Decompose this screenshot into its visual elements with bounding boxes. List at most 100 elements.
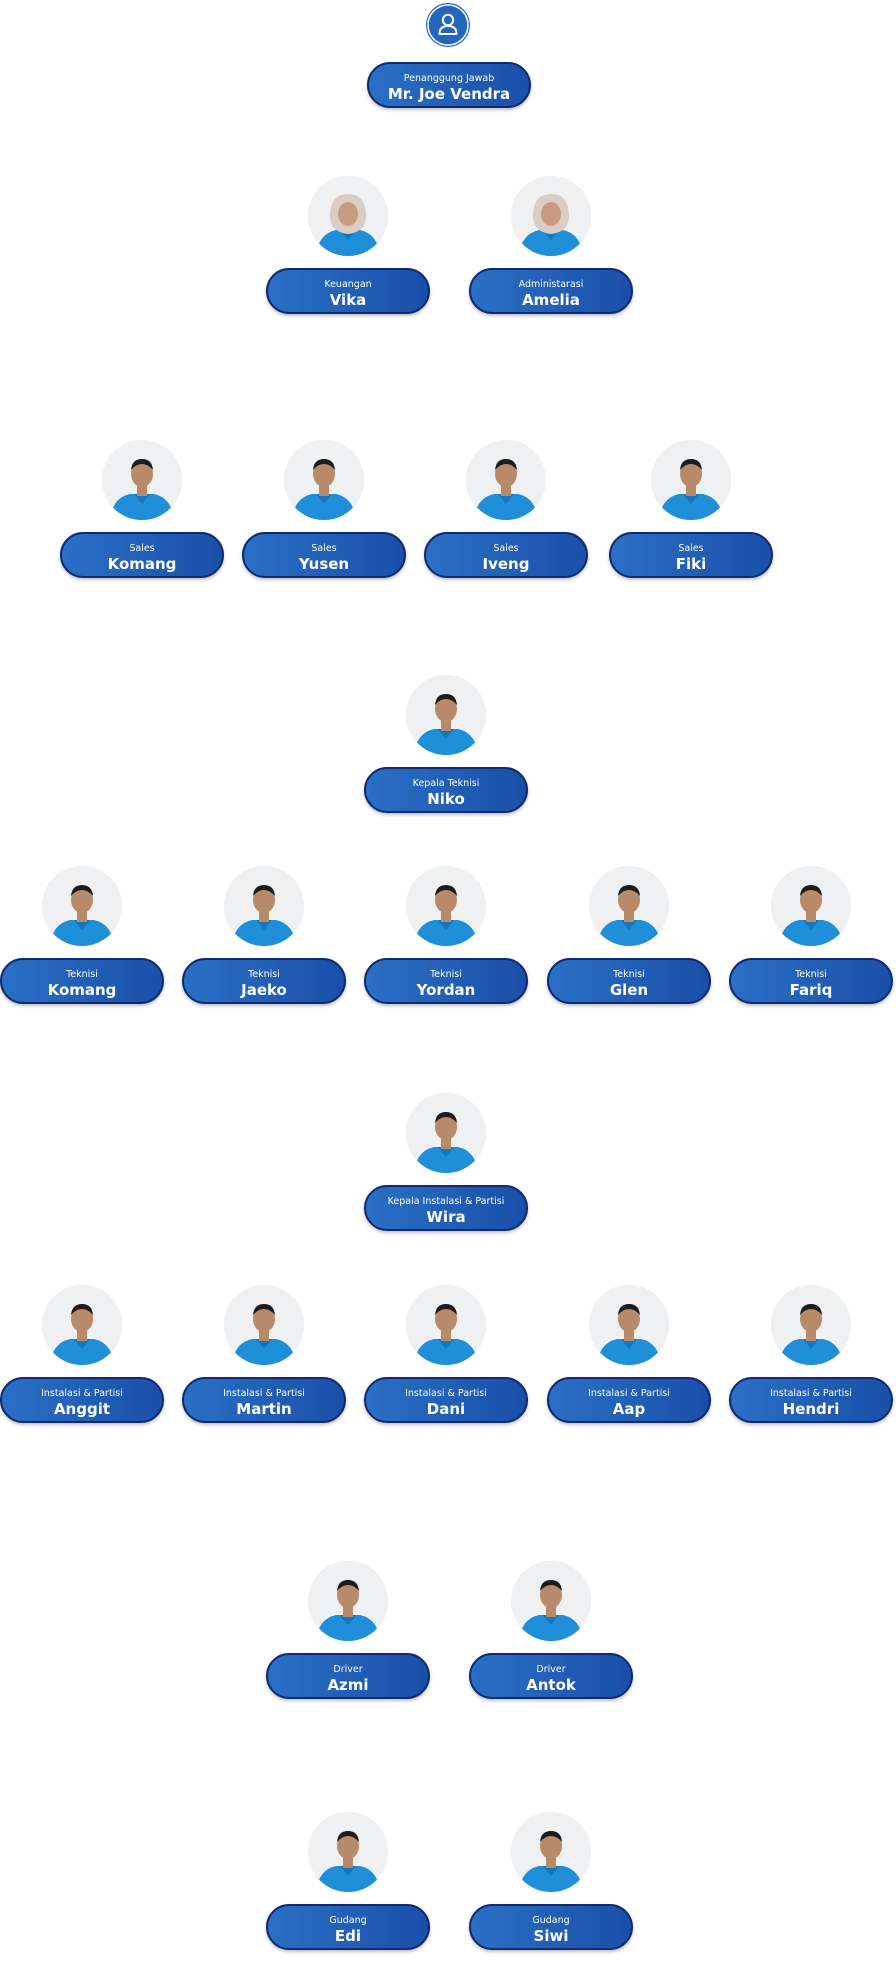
person-photo — [771, 866, 851, 946]
member-card: Sales Fiki — [609, 440, 773, 590]
person-photo — [651, 440, 731, 520]
person-photo — [308, 1561, 388, 1641]
member-role: Keuangan — [324, 279, 372, 290]
member-role: Instalasi & Partisi — [405, 1388, 487, 1399]
member-badge: Teknisi Jaeko — [182, 958, 346, 1004]
leader-role: Penanggung Jawab — [403, 73, 495, 84]
member-card: Teknisi Jaeko — [182, 866, 346, 1016]
member-role: Kepala Instalasi & Partisi — [387, 1196, 505, 1207]
member-card: Instalasi & Partisi Anggit — [0, 1285, 164, 1435]
member-role: Administarasi — [518, 279, 584, 290]
member-name: Komang — [107, 555, 177, 573]
member-badge: Teknisi Fariq — [729, 958, 893, 1004]
member-badge: Kepala Teknisi Niko — [364, 767, 528, 813]
member-badge: Driver Azmi — [266, 1653, 430, 1699]
member-badge: Sales Yusen — [242, 532, 406, 578]
person-photo — [224, 1285, 304, 1365]
member-card: Administarasi Amelia — [469, 176, 633, 326]
member-name: Azmi — [327, 1676, 369, 1694]
person-photo — [589, 866, 669, 946]
member-name: Yordan — [416, 981, 476, 999]
person-hijab-photo — [308, 176, 388, 256]
member-role: Teknisi — [613, 969, 645, 980]
member-card: Sales Yusen — [242, 440, 406, 590]
member-name: Yusen — [298, 555, 350, 573]
member-card: Kepala Instalasi & Partisi Wira — [364, 1093, 528, 1243]
member-name: Fariq — [789, 981, 833, 999]
person-photo — [406, 1093, 486, 1173]
member-role: Sales — [678, 543, 704, 554]
member-card: Instalasi & Partisi Martin — [182, 1285, 346, 1435]
member-role: Kepala Teknisi — [412, 778, 480, 789]
member-badge: Keuangan Vika — [266, 268, 430, 314]
member-role: Teknisi — [430, 969, 462, 980]
member-role: Gudang — [532, 1915, 570, 1926]
member-name: Dani — [426, 1400, 466, 1418]
member-role: Teknisi — [66, 969, 98, 980]
user-icon — [426, 3, 470, 47]
member-role: Sales — [311, 543, 337, 554]
person-photo — [406, 675, 486, 755]
member-name: Hendri — [782, 1400, 840, 1418]
member-card: Gudang Edi — [266, 1812, 430, 1962]
member-card: Teknisi Glen — [547, 866, 711, 1016]
person-photo — [589, 1285, 669, 1365]
person-photo — [42, 1285, 122, 1365]
member-badge: Instalasi & Partisi Aap — [547, 1377, 711, 1423]
member-badge: Teknisi Glen — [547, 958, 711, 1004]
member-card: Kepala Teknisi Niko — [364, 675, 528, 825]
member-name: Antok — [526, 1676, 576, 1694]
member-name: Niko — [427, 790, 465, 808]
member-badge: Sales Iveng — [424, 532, 588, 578]
member-name: Fiki — [675, 555, 707, 573]
member-role: Sales — [493, 543, 519, 554]
member-role: Instalasi & Partisi — [770, 1388, 852, 1399]
member-card: Driver Azmi — [266, 1561, 430, 1711]
member-badge: Administarasi Amelia — [469, 268, 633, 314]
member-name: Martin — [236, 1400, 292, 1418]
person-photo — [406, 866, 486, 946]
member-name: Komang — [47, 981, 117, 999]
member-role: Teknisi — [248, 969, 280, 980]
leader-badge: Penanggung Jawab Mr. Joe Vendra — [367, 62, 531, 108]
member-card: Teknisi Fariq — [729, 866, 893, 1016]
member-role: Gudang — [329, 1915, 367, 1926]
person-photo — [224, 866, 304, 946]
person-photo — [308, 1812, 388, 1892]
member-role: Sales — [129, 543, 155, 554]
member-role: Driver — [333, 1664, 363, 1675]
leader-card: Penanggung Jawab Mr. Joe Vendra — [367, 62, 531, 108]
person-photo — [102, 440, 182, 520]
member-card: Gudang Siwi — [469, 1812, 633, 1962]
member-card: Teknisi Komang — [0, 866, 164, 1016]
member-role: Driver — [536, 1664, 566, 1675]
member-card: Sales Komang — [60, 440, 224, 590]
member-name: Glen — [609, 981, 649, 999]
member-role: Teknisi — [795, 969, 827, 980]
member-name: Vika — [329, 291, 367, 309]
member-name: Siwi — [533, 1927, 569, 1945]
member-badge: Teknisi Yordan — [364, 958, 528, 1004]
member-card: Teknisi Yordan — [364, 866, 528, 1016]
member-name: Amelia — [522, 291, 580, 309]
member-card: Instalasi & Partisi Aap — [547, 1285, 711, 1435]
member-badge: Instalasi & Partisi Martin — [182, 1377, 346, 1423]
member-card: Instalasi & Partisi Dani — [364, 1285, 528, 1435]
member-badge: Instalasi & Partisi Anggit — [0, 1377, 164, 1423]
member-badge: Instalasi & Partisi Dani — [364, 1377, 528, 1423]
member-name: Aap — [612, 1400, 646, 1418]
person-photo — [466, 440, 546, 520]
member-role: Instalasi & Partisi — [223, 1388, 305, 1399]
member-name: Iveng — [482, 555, 530, 573]
member-badge: Teknisi Komang — [0, 958, 164, 1004]
member-name: Anggit — [53, 1400, 111, 1418]
member-name: Wira — [426, 1208, 466, 1226]
member-role: Instalasi & Partisi — [41, 1388, 123, 1399]
member-card: Sales Iveng — [424, 440, 588, 590]
member-card: Driver Antok — [469, 1561, 633, 1711]
member-name: Jaeko — [241, 981, 287, 999]
member-badge: Instalasi & Partisi Hendri — [729, 1377, 893, 1423]
member-badge: Gudang Siwi — [469, 1904, 633, 1950]
member-badge: Sales Fiki — [609, 532, 773, 578]
member-name: Edi — [334, 1927, 362, 1945]
